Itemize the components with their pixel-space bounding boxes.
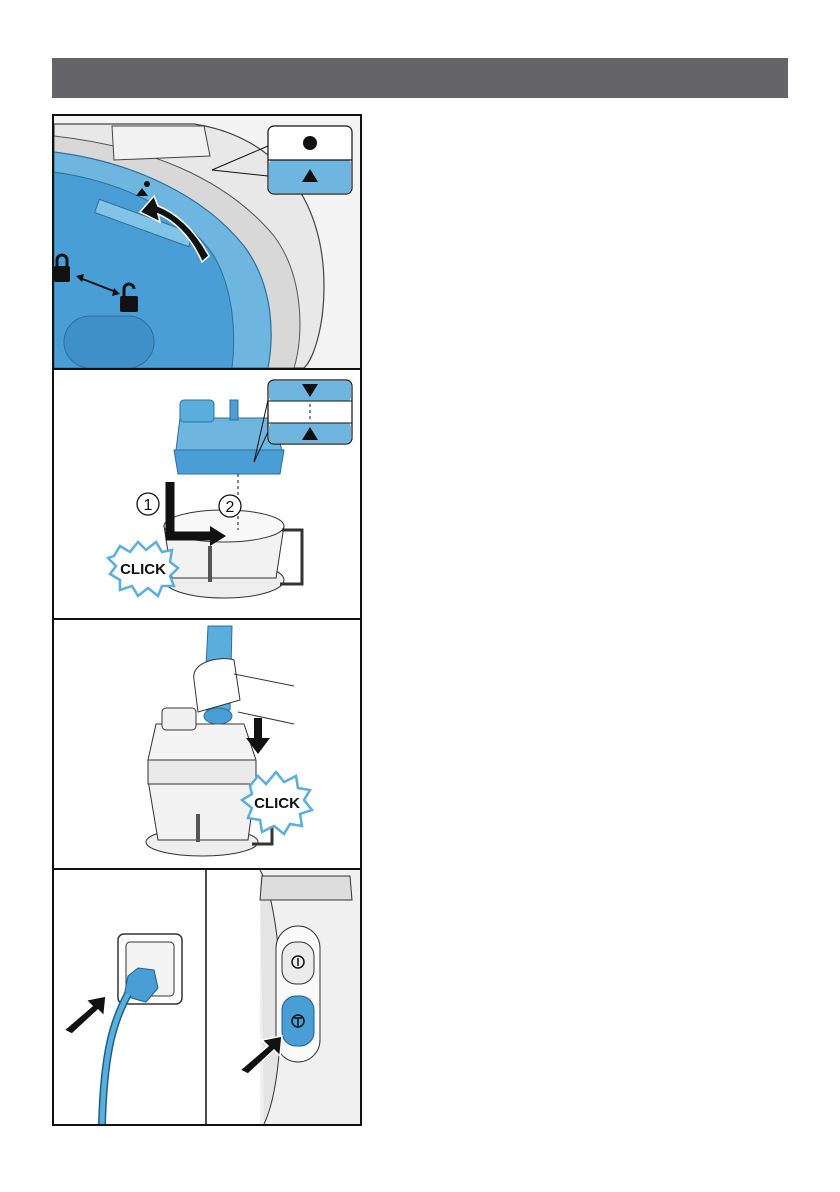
- step-4-illustration: [54, 870, 360, 1124]
- click-label: CLICK: [120, 561, 166, 578]
- step-1-illustration: [54, 116, 360, 368]
- step-number-2-label: 2: [226, 499, 235, 516]
- step-3-illustration: CLICK: [54, 620, 360, 868]
- click-label: CLICK: [254, 795, 300, 812]
- step-attach-bowl: 1 2 CLICK: [54, 370, 360, 618]
- section-header-bar: [52, 58, 788, 98]
- step-align-lid: [54, 116, 360, 368]
- instruction-steps-frame: 1 2 CLICK: [52, 114, 362, 1126]
- step-attach-motor: CLICK: [54, 620, 360, 868]
- dot-symbol-icon: [303, 136, 317, 150]
- step-plug-and-press: [54, 870, 360, 1124]
- step-number-1-label: 1: [144, 497, 153, 514]
- step-2-illustration: 1 2 CLICK: [54, 370, 360, 618]
